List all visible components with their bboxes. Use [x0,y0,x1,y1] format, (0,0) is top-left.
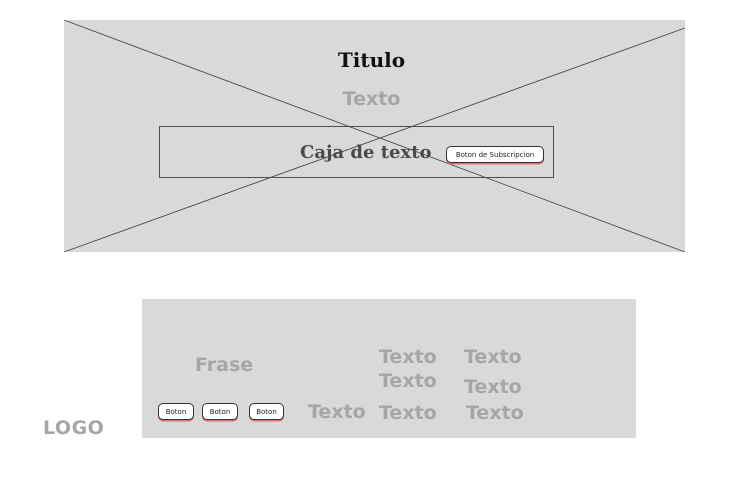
footer-phrase: Frase [195,354,254,376]
text-box-label: Caja de texto [300,142,432,163]
footer-text: Texto [466,402,524,424]
logo: LOGO [43,417,105,439]
footer-text: Texto [379,346,437,368]
footer-button-3[interactable]: Boton [249,403,284,420]
footer-text: Texto [308,401,366,423]
footer-text: Texto [379,402,437,424]
footer-button-2[interactable]: Boton [202,403,238,420]
subscribe-button[interactable]: Boton de Subscripcion [446,146,544,163]
hero-title: Titulo [337,48,406,72]
image-placeholder-cross [64,20,685,252]
hero-text: Texto [342,88,401,110]
footer-text: Texto [379,370,437,392]
footer-button-1[interactable]: Boton [158,403,194,420]
footer: Frase Boton Boton Boton Texto Texto Text… [142,299,636,438]
footer-text: Texto [464,376,522,398]
text-box[interactable]: Caja de texto Boton de Subscripcion [159,126,554,178]
footer-text: Texto [464,346,522,368]
hero-banner: Titulo Texto Caja de texto Boton de Subs… [64,20,685,252]
